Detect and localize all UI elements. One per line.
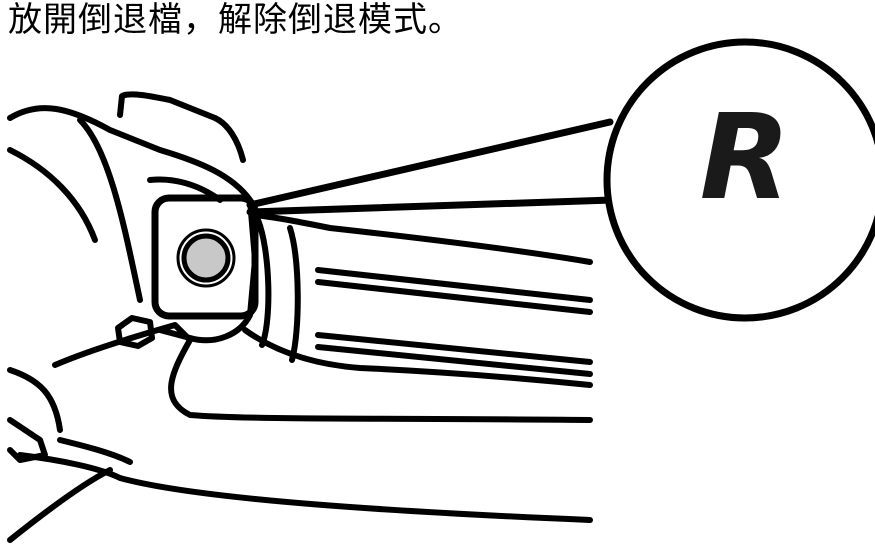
throttle-grip-top — [252, 212, 593, 265]
callout-line-bottom — [246, 196, 616, 216]
callout-line-top — [246, 118, 614, 209]
throttle-grip-bottom — [242, 327, 593, 388]
switch-housing — [7, 105, 258, 344]
instruction-text: 放開倒退檔，解除倒退模式。 — [8, 0, 463, 40]
brake-lever-end — [7, 417, 48, 463]
housing-inner-curve — [77, 117, 143, 303]
grip-collar-2 — [287, 225, 301, 363]
grip-collar — [255, 217, 272, 348]
hex-bolt — [115, 315, 155, 349]
grip-groove-2b — [315, 344, 593, 377]
reverse-button — [181, 233, 231, 283]
brake-lever-bottom — [17, 452, 593, 523]
callout-letter: R — [700, 88, 791, 226]
housing-left-edge — [7, 147, 98, 243]
lower-cable — [7, 467, 113, 543]
brake-lever-mid — [57, 437, 133, 465]
lever-pivot-plate — [7, 367, 63, 433]
callout-circle — [603, 38, 875, 322]
grip-groove-1 — [315, 267, 593, 303]
reverse-button-ring — [176, 228, 236, 288]
highlight-box — [151, 194, 259, 320]
grip-groove-1b — [315, 279, 593, 315]
grip-groove-2 — [315, 332, 593, 365]
reverse-gear-r-icon: R — [700, 88, 791, 226]
housing-top-cap — [117, 91, 246, 163]
brake-lever-top — [52, 322, 593, 423]
